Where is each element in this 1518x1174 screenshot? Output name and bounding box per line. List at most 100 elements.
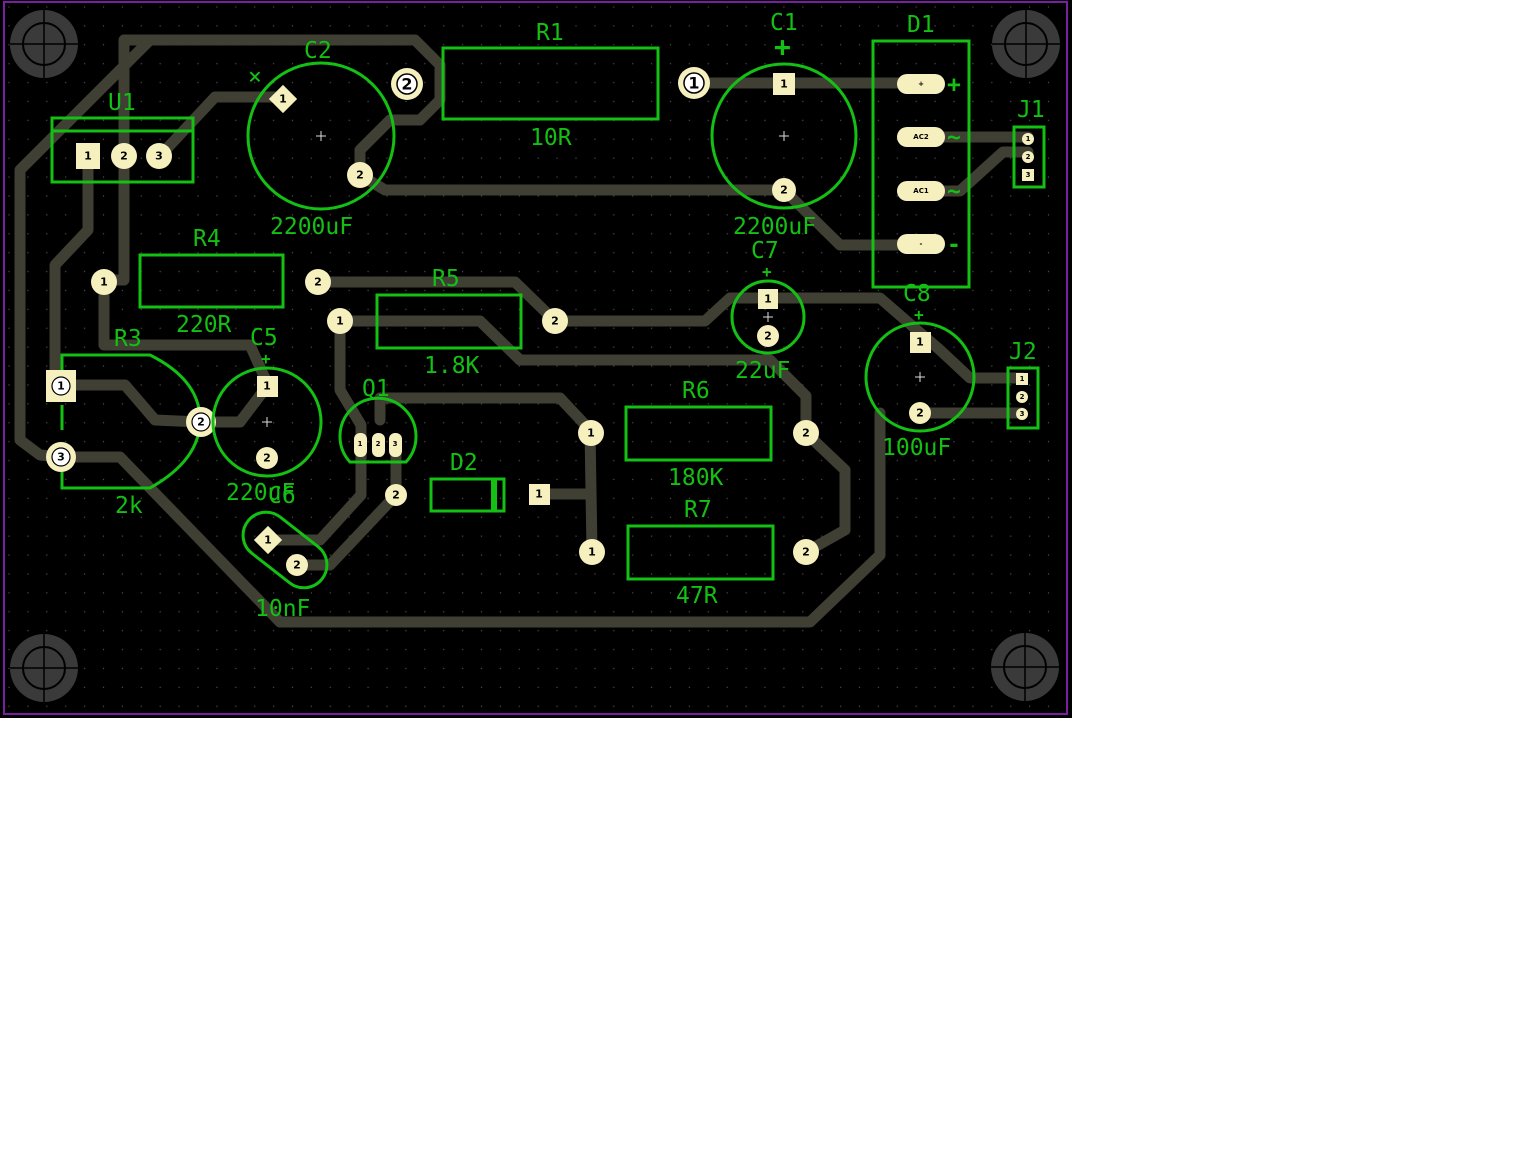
svg-text:2: 2 bbox=[197, 416, 205, 429]
c2-pin2[interactable]: 2 bbox=[347, 162, 373, 188]
c1-footprint[interactable]: C1 + 2200uF 1 2 bbox=[710, 10, 858, 240]
c2-footprint[interactable]: × C2 2200uF 1 2 2 bbox=[246, 38, 423, 240]
board-outline bbox=[3, 1, 1068, 715]
j2-pin1[interactable]: 1 bbox=[1016, 373, 1028, 385]
r4-footprint[interactable]: R4 220R 1 2 bbox=[91, 226, 331, 338]
c8-ref: C8 bbox=[903, 281, 931, 307]
track-r4-1-r3 bbox=[98, 276, 274, 391]
r5-footprint[interactable]: R5 1.8K 1 2 bbox=[327, 266, 568, 379]
c5-pin1[interactable]: 1 bbox=[257, 376, 278, 397]
svg-text:2: 2 bbox=[764, 330, 772, 343]
svg-text:1: 1 bbox=[764, 293, 772, 306]
j1-pin2[interactable]: 2 bbox=[1022, 151, 1034, 163]
svg-text:2: 2 bbox=[263, 452, 271, 465]
d2-ref: D2 bbox=[450, 450, 478, 476]
r3-value: 2k bbox=[115, 493, 143, 519]
r4-pin1[interactable]: 1 bbox=[91, 269, 117, 295]
svg-text:1: 1 bbox=[358, 440, 363, 448]
c7-polarity: + bbox=[762, 262, 772, 281]
c7-pin1[interactable]: 1 bbox=[758, 289, 778, 309]
d1-pin-minus[interactable]: - bbox=[897, 234, 945, 254]
r6-footprint[interactable]: R6 180K 1 2 bbox=[578, 378, 819, 491]
r7-pin2[interactable]: 2 bbox=[793, 539, 819, 565]
r3-footprint[interactable]: R3 2k 1 2 3 bbox=[46, 326, 216, 519]
mounting-hole-top-left bbox=[10, 10, 78, 78]
svg-text:3: 3 bbox=[155, 150, 163, 163]
svg-text:2: 2 bbox=[1020, 393, 1025, 401]
q1-pin3[interactable]: 3 bbox=[389, 433, 402, 457]
svg-text:1: 1 bbox=[84, 150, 92, 163]
svg-text:1: 1 bbox=[57, 380, 65, 393]
d1-mark-plus: + bbox=[947, 72, 961, 98]
r5-pin2[interactable]: 2 bbox=[542, 308, 568, 334]
j2-pin2[interactable]: 2 bbox=[1016, 391, 1028, 403]
c5-pin2[interactable]: 2 bbox=[256, 447, 278, 469]
q1-pin2[interactable]: 2 bbox=[372, 433, 385, 457]
mounting-hole-top-right bbox=[992, 10, 1060, 78]
c2-pin2-top[interactable]: 2 bbox=[391, 68, 423, 100]
copper-tracks bbox=[14, 34, 1034, 628]
r5-pin1[interactable]: 1 bbox=[327, 308, 353, 334]
svg-text:1: 1 bbox=[588, 546, 596, 559]
c7-pin2[interactable]: 2 bbox=[757, 325, 779, 347]
r1-footprint[interactable]: R1 10R 1 bbox=[441, 20, 710, 151]
c7-footprint[interactable]: C7 + 22uF 1 2 bbox=[730, 238, 806, 384]
r3-pin1[interactable]: 1 bbox=[46, 370, 76, 402]
c5-footprint[interactable]: C5 + 220uF 1 2 bbox=[211, 325, 323, 506]
c6-pin1[interactable]: 1 bbox=[253, 525, 283, 555]
c1-pin1[interactable]: 1 bbox=[773, 73, 795, 95]
c5-value: 220uF bbox=[226, 480, 295, 506]
r7-pin1[interactable]: 1 bbox=[579, 539, 605, 565]
r1-pin1[interactable]: 1 bbox=[678, 67, 710, 99]
svg-text:2: 2 bbox=[1026, 153, 1031, 161]
u1-pin3[interactable]: 3 bbox=[146, 143, 172, 169]
d1-footprint[interactable]: D1 + AC2 AC1 - + ~ ~ - bbox=[871, 12, 971, 289]
r1-ref: R1 bbox=[536, 20, 564, 46]
j1-pin3[interactable]: 3 bbox=[1022, 169, 1034, 181]
r4-pin2[interactable]: 2 bbox=[305, 269, 331, 295]
c8-footprint[interactable]: C8 + 100uF 1 2 bbox=[864, 281, 976, 461]
q1-footprint[interactable]: Q1 1 2 3 2 bbox=[338, 376, 418, 506]
pcb-canvas[interactable]: U1 1 2 3 × C2 2200uF 1 2 2 R1 10R 1 C1 +… bbox=[0, 0, 1072, 718]
mounting-hole-bottom-right bbox=[991, 633, 1059, 701]
j1-footprint[interactable]: J1 1 2 3 bbox=[1012, 97, 1046, 189]
svg-text:1: 1 bbox=[688, 74, 699, 93]
j2-footprint[interactable]: J2 1 2 3 bbox=[1006, 339, 1040, 430]
q1-pin-aux[interactable]: 2 bbox=[385, 484, 407, 506]
svg-text:1: 1 bbox=[916, 336, 924, 349]
d1-pin-ac1[interactable]: AC1 bbox=[897, 181, 945, 201]
svg-text:AC2: AC2 bbox=[913, 133, 929, 141]
q1-pin1[interactable]: 1 bbox=[354, 433, 367, 457]
track-c7-c8 bbox=[762, 292, 1028, 384]
r3-pin3[interactable]: 3 bbox=[46, 442, 76, 472]
r3-pin2[interactable]: 2 bbox=[186, 407, 216, 437]
u1-pin1[interactable]: 1 bbox=[76, 143, 100, 169]
u1-footprint[interactable]: U1 1 2 3 bbox=[50, 90, 195, 184]
j1-pin1[interactable]: 1 bbox=[1022, 133, 1034, 145]
d1-pin-plus[interactable]: + bbox=[897, 74, 945, 94]
svg-text:2: 2 bbox=[376, 440, 381, 448]
svg-text:2: 2 bbox=[802, 427, 810, 440]
c6-footprint[interactable]: C6 10nF 1 2 bbox=[234, 483, 336, 622]
c6-pin2[interactable]: 2 bbox=[286, 554, 308, 576]
c1-pin2[interactable]: 2 bbox=[772, 178, 796, 202]
svg-text:2: 2 bbox=[356, 169, 364, 182]
r6-pin1[interactable]: 1 bbox=[578, 420, 604, 446]
track-r5-1 bbox=[334, 315, 812, 439]
u1-ref: U1 bbox=[108, 90, 136, 116]
pcb-layout-view[interactable]: U1 1 2 3 × C2 2200uF 1 2 2 R1 10R 1 C1 +… bbox=[0, 0, 1072, 718]
r6-pin2[interactable]: 2 bbox=[793, 420, 819, 446]
r7-footprint[interactable]: R7 47R 1 2 bbox=[579, 497, 819, 609]
svg-text:1: 1 bbox=[1020, 375, 1025, 383]
d2-footprint[interactable]: D2 1 bbox=[429, 450, 550, 513]
j2-pin3[interactable]: 3 bbox=[1016, 408, 1028, 420]
c8-pin1[interactable]: 1 bbox=[910, 332, 931, 353]
c8-pin2[interactable]: 2 bbox=[909, 402, 931, 424]
svg-text:2: 2 bbox=[780, 184, 788, 197]
r6-ref: R6 bbox=[682, 378, 710, 404]
d1-pin-ac2[interactable]: AC2 bbox=[897, 127, 945, 147]
track-r5-c7 bbox=[549, 292, 774, 327]
u1-pin2[interactable]: 2 bbox=[111, 143, 137, 169]
c8-value: 100uF bbox=[882, 435, 951, 461]
d2-pin1[interactable]: 1 bbox=[529, 484, 550, 505]
